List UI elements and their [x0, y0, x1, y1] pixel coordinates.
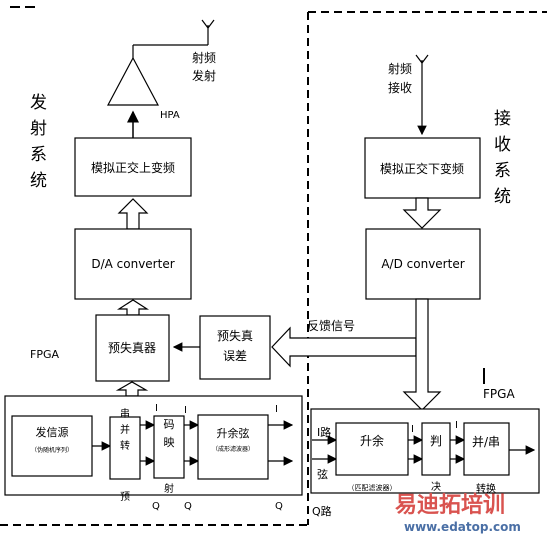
rx-raised-cos-block	[335, 422, 409, 476]
ps-convert-label: 并/串	[472, 435, 500, 449]
watermark-logo: 易迪拓培训 www.edatop.com	[395, 492, 521, 534]
ps-convert-block	[463, 422, 510, 476]
q-label-1: Q	[152, 501, 160, 512]
svg-text:收: 收	[494, 135, 511, 155]
sp-convert-label-1: 串	[120, 408, 130, 420]
svg-text:统: 统	[30, 171, 47, 191]
yu-label: 预	[120, 491, 130, 503]
rf-transmit-label-2: 发射	[192, 68, 216, 83]
pd-error-label-2: 误差	[223, 349, 247, 363]
tx-antenna-icon	[132, 19, 215, 58]
svg-text:射: 射	[30, 119, 47, 139]
hollow-arrow-down-adc	[402, 197, 442, 229]
hollow-arrow-fpga-pd	[115, 381, 149, 397]
mapping-block	[153, 415, 185, 479]
rx-filter-sub-label: （匹配滤波器）	[348, 483, 397, 492]
q-path-label: Q路	[312, 505, 332, 518]
sp-convert-label-3: 转	[120, 439, 130, 452]
predistorter-block	[95, 314, 170, 382]
svg-text:发: 发	[30, 93, 47, 113]
svg-text:系: 系	[494, 161, 511, 181]
raised-cos-label: 升余弦	[217, 426, 250, 440]
downconverter-label: 模拟正交下变频	[380, 161, 464, 176]
source-label: 发信源	[36, 425, 69, 439]
hollow-arrow-dac-up	[117, 198, 149, 230]
she-label: 射	[164, 483, 174, 495]
sp-convert-block	[109, 416, 141, 480]
raised-cos-block	[197, 414, 269, 480]
svg-text:接: 接	[494, 109, 511, 129]
fpga-right-label: FPGA	[483, 387, 515, 401]
sp-convert-label-2: 并	[120, 423, 130, 436]
rf-receive-label-2: 接收	[388, 80, 412, 95]
i-rx-label-1: I	[411, 424, 414, 435]
source-sub-label: （伪随机序列）	[31, 446, 73, 454]
adc-label: A/D converter	[381, 257, 464, 271]
feedback-hollow-arrow	[271, 326, 417, 368]
i-label-3: I	[275, 404, 278, 415]
watermark-brand: 易迪拓培训	[395, 492, 505, 518]
feedback-signal-label: 反馈信号	[307, 319, 355, 333]
upconverter-block	[74, 137, 192, 197]
q-label-2: Q	[184, 501, 192, 512]
xian-label: 弦	[317, 467, 328, 481]
pd-error-block	[199, 315, 271, 380]
hollow-arrow-adc-fpga	[402, 298, 442, 411]
fpga-left-label: FPGA	[30, 348, 59, 361]
downconverter-block	[364, 137, 481, 199]
rx-antenna-icon	[415, 54, 429, 136]
hollow-arrow-pd-dac	[116, 299, 150, 316]
hpa-amplifier	[107, 56, 159, 106]
source-block	[11, 415, 93, 477]
i-label-1: I	[155, 403, 158, 414]
svg-text:系: 系	[30, 145, 47, 165]
dac-label: D/A converter	[91, 257, 174, 271]
decide-label: 判	[430, 434, 442, 448]
rx-raised-cos-label: 升余	[360, 433, 384, 448]
dac-block	[74, 228, 192, 300]
rx-system-vertical-label: 接 收 系 统	[494, 109, 511, 207]
decide-block	[421, 422, 451, 476]
watermark-url: www.edatop.com	[404, 520, 521, 534]
mapping-label-1: 码	[164, 418, 175, 431]
i-path-label: I路	[317, 426, 331, 439]
ps-sub-label: 转换	[476, 482, 496, 495]
rf-receive-label: 射频	[388, 61, 412, 76]
raised-cos-sub-label: （成形滤波器）	[212, 445, 254, 453]
rf-transmit-label: 射频	[192, 50, 216, 65]
q-label-3: Q	[275, 501, 283, 512]
predistorter-label: 预失真器	[108, 340, 156, 355]
tx-system-vertical-label: 发 射 系 统	[30, 93, 47, 191]
i-label-2: I	[184, 405, 187, 416]
svg-text:统: 统	[494, 187, 511, 207]
adc-block	[365, 228, 481, 300]
hpa-label: HPA	[160, 110, 180, 121]
i-rx-label-2: I	[455, 420, 458, 431]
jue-label: 决	[431, 481, 441, 493]
pd-error-label-1: 预失真	[217, 328, 253, 343]
upconverter-label: 模拟正交上变频	[91, 160, 175, 175]
mapping-label-2: 映	[164, 436, 175, 449]
